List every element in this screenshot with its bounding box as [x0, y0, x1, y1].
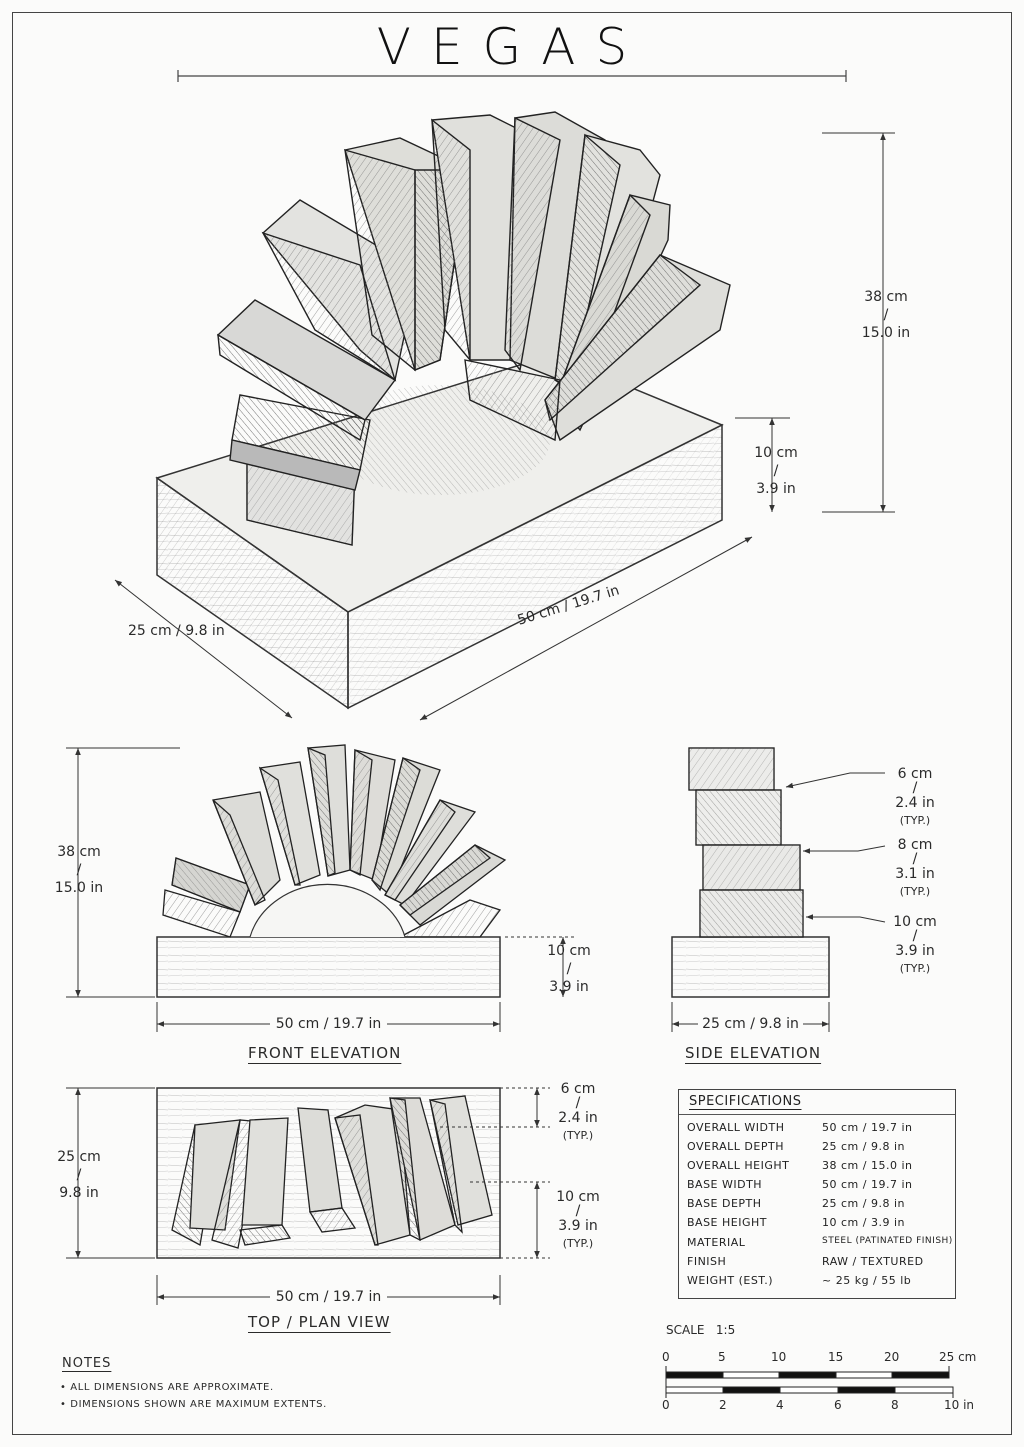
- side-dim-8cm: 8 cm/3.1 in(TYP.): [895, 837, 935, 898]
- iso-height-dimension: 38 cm/15.0 in: [861, 289, 911, 341]
- side-width-dimension: 25 cm / 9.8 in: [672, 1015, 829, 1033]
- specifications-heading: SPECIFICATIONS: [689, 1094, 802, 1109]
- plan-depth-dimension: 25 cm/9.8 in: [57, 1149, 101, 1201]
- side-bars: [688, 747, 804, 938]
- specifications-divider: [679, 1114, 955, 1115]
- front-elevation: [66, 744, 575, 1032]
- scale-in-tick: 8: [891, 1398, 899, 1412]
- notes-heading: NOTES: [62, 1356, 112, 1371]
- side-dim-6cm: 6 cm/2.4 in(TYP.): [895, 766, 935, 827]
- isometric-view: [114, 111, 895, 721]
- scale-in-tick: 4: [776, 1398, 784, 1412]
- sheet-border: [12, 12, 1012, 1435]
- iso-depth-dimension: 25 cm / 9.8 in: [128, 623, 225, 639]
- scale-in-tick: 6: [834, 1398, 842, 1412]
- scale-cm-tick: 5: [718, 1350, 726, 1364]
- scale-in-tick: 0: [662, 1398, 670, 1412]
- title-rule: [177, 70, 847, 82]
- front-elevation-caption: FRONT ELEVATION: [248, 1044, 402, 1062]
- side-base: [671, 936, 830, 998]
- scale-cm-tick: 0: [662, 1350, 670, 1364]
- front-height-dimension: 38 cm/15.0 in: [54, 844, 104, 896]
- plan-width-dimension: 50 cm / 19.7 in: [157, 1288, 500, 1306]
- iso-base-height-dimension: 10 cm/3.9 in: [754, 445, 798, 497]
- plan-bars: [171, 1095, 493, 1249]
- note-item: • ALL DIMENSIONS ARE APPROXIMATE.: [60, 1382, 274, 1393]
- drawing-title: VEGAS: [376, 18, 648, 76]
- scale-cm-tick: 25 cm: [939, 1350, 977, 1364]
- scale-label: SCALE 1:5: [666, 1323, 736, 1337]
- front-base: [156, 936, 501, 998]
- front-base-dimension: 10 cm/3.9 in: [547, 943, 591, 995]
- plan-view: [66, 1087, 550, 1305]
- front-bars: [162, 744, 507, 938]
- front-width-dimension: 50 cm / 19.7 in: [157, 1015, 500, 1033]
- scale-cm-tick: 20: [884, 1350, 900, 1364]
- plan-dim-6cm: 6 cm/2.4 in(TYP.): [558, 1081, 598, 1142]
- side-dim-10cm: 10 cm/3.9 in(TYP.): [893, 914, 937, 975]
- scale-cm-tick: 15: [828, 1350, 844, 1364]
- iso-dims: [114, 132, 895, 721]
- scale-in-tick: 10 in: [944, 1398, 975, 1412]
- iso-bars: [216, 111, 731, 546]
- note-item: • DIMENSIONS SHOWN ARE MAXIMUM EXTENTS.: [60, 1399, 327, 1410]
- side-elevation-caption: SIDE ELEVATION: [685, 1044, 822, 1062]
- plan-dim-10cm: 10 cm/3.9 in(TYP.): [556, 1189, 600, 1250]
- plan-view-caption: TOP / PLAN VIEW: [248, 1313, 391, 1331]
- side-elevation: [671, 747, 886, 1032]
- scale-bar: [665, 1366, 954, 1398]
- scale-cm-tick: 10: [771, 1350, 787, 1364]
- scale-in-tick: 2: [719, 1398, 727, 1412]
